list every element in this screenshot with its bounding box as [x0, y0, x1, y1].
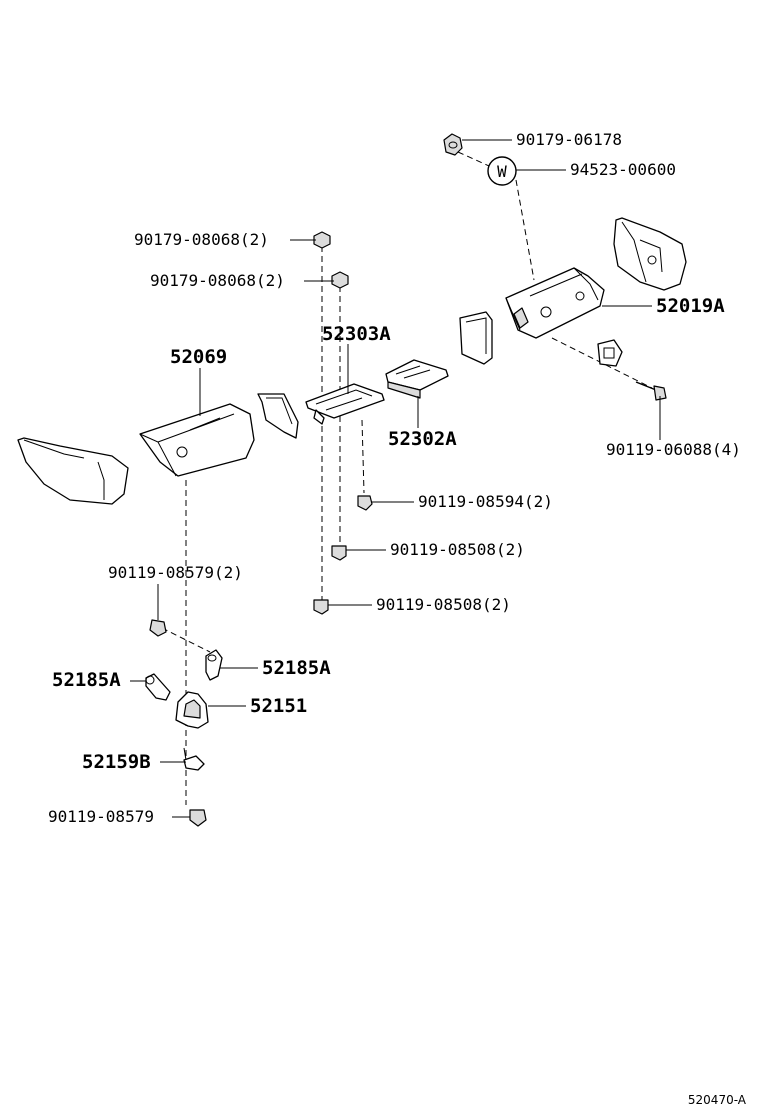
figure-reference: 520470-A	[688, 1093, 747, 1107]
side-bracket-left-middle[interactable]	[459, 311, 493, 365]
label-90119-08594: 90119-08594(2)	[418, 492, 553, 511]
label-90119-08508-lower: 90119-08508(2)	[376, 595, 511, 614]
label-90119-08579-upper: 90119-08579(2)	[108, 563, 243, 582]
cushion-52185A-left[interactable]	[145, 673, 171, 701]
screw-90119-08508-lower[interactable]	[313, 599, 329, 615]
label-90119-06088: 90119-06088(4)	[606, 440, 741, 459]
washer-symbol[interactable]: W	[487, 156, 517, 186]
assembly-dashed-lines	[161, 151, 653, 805]
nut-90179-08068-upper[interactable]	[313, 231, 331, 249]
bolt-90119-06088[interactable]	[635, 381, 667, 401]
stopper-52151[interactable]	[175, 691, 209, 729]
bumper-end-cap-left[interactable]	[17, 437, 129, 505]
step-pad-52302A[interactable]	[385, 359, 449, 399]
callout-labels: 90179-06178 94523-00600 90179-08068(2) 9…	[48, 130, 741, 826]
label-94523-00600: 94523-00600	[570, 160, 676, 179]
label-52185A-right: 52185A	[262, 657, 331, 679]
screw-90119-08594[interactable]	[357, 495, 373, 511]
label-52302A: 52302A	[388, 428, 457, 450]
label-52069: 52069	[170, 346, 227, 368]
screw-90119-08508-upper[interactable]	[331, 545, 347, 561]
label-52159B: 52159B	[82, 751, 151, 773]
nut-90179-08068-lower[interactable]	[331, 271, 349, 289]
screw-90119-08579-lower[interactable]	[189, 809, 207, 827]
bumper-arm-52069[interactable]	[139, 403, 255, 477]
label-52303A: 52303A	[322, 323, 391, 345]
bumper-bracket-52019A[interactable]	[505, 267, 605, 339]
label-90119-08579-lower: 90119-08579	[48, 807, 154, 826]
leader-lines	[130, 139, 661, 818]
label-52151: 52151	[250, 695, 307, 717]
label-90179-08068-lower: 90179-08068(2)	[150, 271, 285, 290]
label-90119-08508-upper: 90119-08508(2)	[390, 540, 525, 559]
cushion-52185A-right[interactable]	[205, 649, 223, 681]
nut-90179-06178[interactable]	[443, 133, 463, 156]
bracket-52159B[interactable]	[183, 747, 205, 771]
label-52185A-left: 52185A	[52, 669, 121, 691]
mounting-plate-52303A[interactable]	[305, 383, 385, 425]
label-90179-08068-upper: 90179-08068(2)	[134, 230, 269, 249]
side-bracket-left[interactable]	[257, 393, 299, 439]
washer-symbol-letter: W	[497, 162, 507, 181]
label-52019A: 52019A	[656, 295, 725, 317]
label-90179-06178: 90179-06178	[516, 130, 622, 149]
screw-90119-08579-upper[interactable]	[149, 619, 167, 637]
retainer-clip[interactable]	[597, 339, 623, 367]
bumper-end-cap-right[interactable]	[613, 217, 687, 291]
